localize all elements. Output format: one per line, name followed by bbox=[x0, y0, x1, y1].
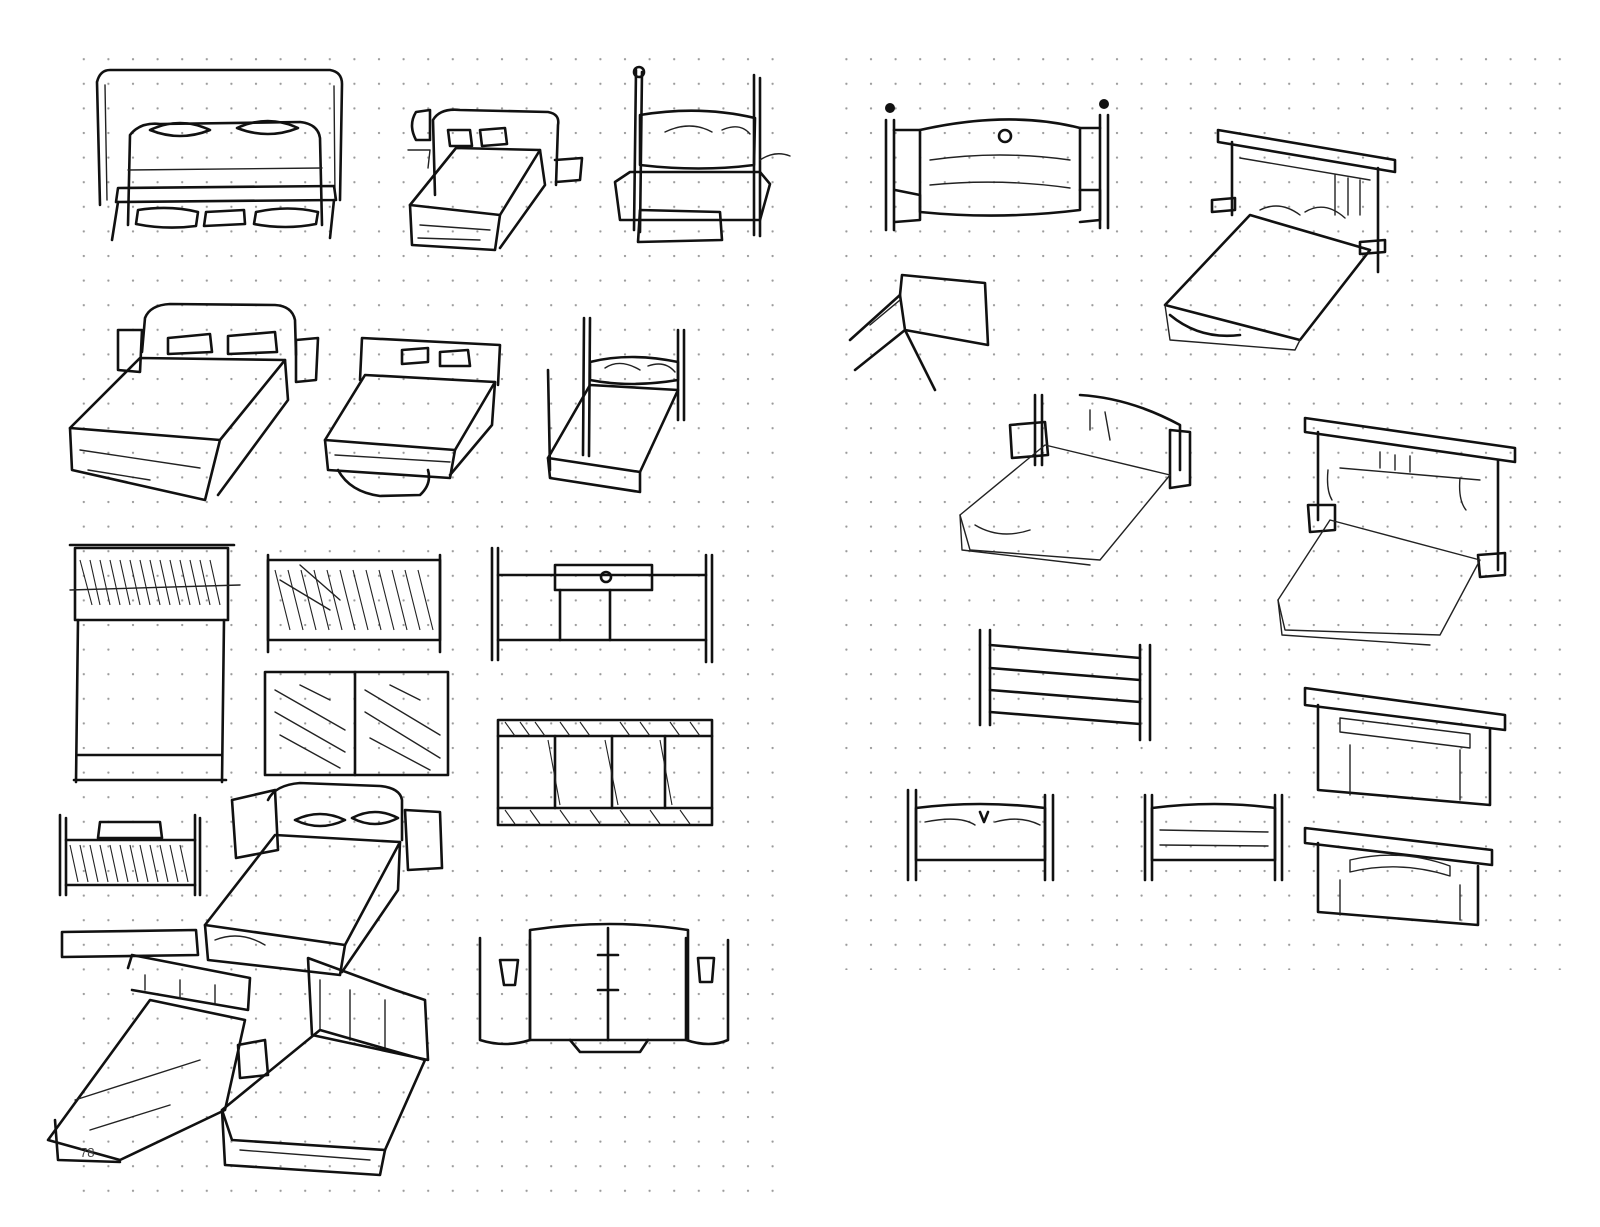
sketch-bed-side-cabinets bbox=[203, 781, 444, 977]
sketch-chevron-headboard bbox=[263, 670, 450, 777]
page-number: 78 bbox=[80, 1145, 94, 1160]
sketch-four-poster-front bbox=[613, 65, 791, 244]
sketch-headboard-center-ornament bbox=[906, 788, 1055, 882]
sketch-bed-nightstands-perspective bbox=[959, 393, 1192, 566]
sketch-simple-bed-perspective bbox=[848, 273, 990, 392]
sketch-headboard-ornament bbox=[490, 546, 714, 664]
sketch-bed-shelf-headboard bbox=[1163, 128, 1397, 351]
sketch-slatted-headboard bbox=[978, 628, 1152, 742]
sketch-small-carved-headboard bbox=[58, 813, 202, 897]
sketch-twin-beds-shelf-headboards: 78 bbox=[46, 928, 430, 1177]
sketch-shelf-headboard-block bbox=[1303, 686, 1507, 807]
sketch-bed-bookcase-headboard bbox=[1277, 416, 1517, 646]
sketch-bed-top-carved bbox=[68, 543, 241, 784]
sketch-carved-headboard-panel bbox=[266, 553, 442, 654]
sketch-plain-headboard bbox=[1143, 793, 1284, 882]
sketch-shelf-headboard-block-alt bbox=[1303, 826, 1494, 927]
sketch-single-bed-side-tables bbox=[407, 108, 584, 252]
sketch-ornate-headboard-finials bbox=[884, 99, 1110, 232]
sketch-double-bed-tall-headboard bbox=[95, 68, 344, 242]
sketch-four-poster-single bbox=[546, 316, 686, 494]
sketch-lattice-headboard bbox=[496, 718, 714, 827]
sketch-double-bed-nightstands bbox=[68, 302, 320, 502]
sketch-headboard-hanging-lamps bbox=[478, 922, 730, 1054]
right-page bbox=[840, 40, 1578, 970]
sketch-single-bed-perspective bbox=[323, 336, 502, 498]
